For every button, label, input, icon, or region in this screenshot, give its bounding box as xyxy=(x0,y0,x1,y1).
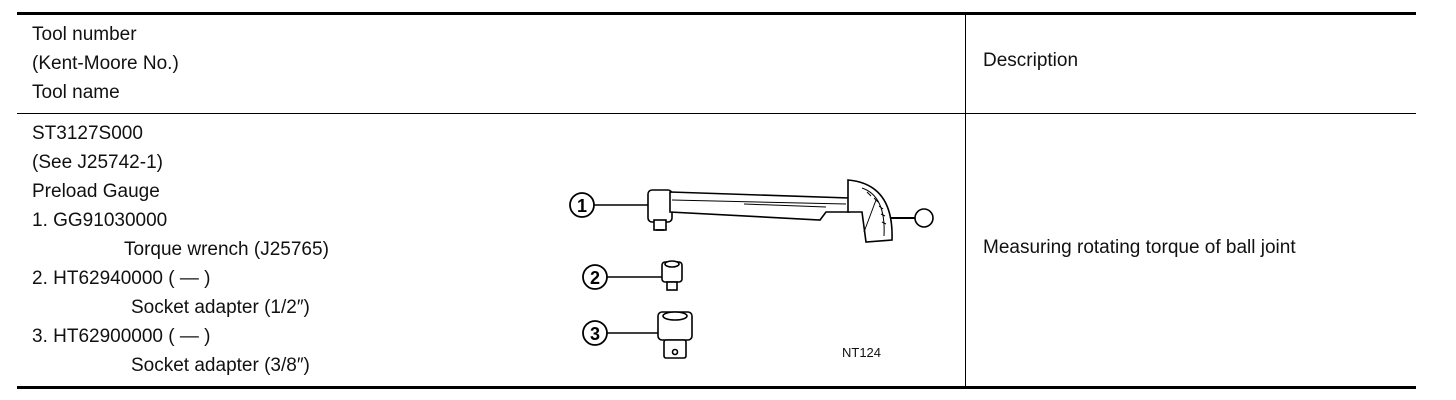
part-1-name: Torque wrench (J25765) xyxy=(124,239,329,260)
callout-2: 2 xyxy=(582,264,662,290)
torque-wrench-icon xyxy=(647,179,934,243)
part-2-name: Socket adapter (1/2″) xyxy=(131,297,310,318)
tool-name: Preload Gauge xyxy=(32,181,160,202)
table-top-rule xyxy=(17,12,1416,15)
column-divider xyxy=(965,14,966,387)
tool-illustration: 1 xyxy=(564,162,954,387)
large-socket-adapter-icon xyxy=(657,311,693,359)
header-divider xyxy=(17,113,1416,114)
svg-text:2: 2 xyxy=(590,268,600,288)
small-socket-adapter-icon xyxy=(661,260,683,291)
header-tool-name: Tool name xyxy=(32,82,120,103)
header-kent-moore: (Kent-Moore No.) xyxy=(32,53,179,74)
tool-info: ST3127S000 (See J25742-1) Preload Gauge … xyxy=(32,119,329,380)
figure-code: NT124 xyxy=(842,345,882,360)
tool-number: ST3127S000 xyxy=(32,123,143,144)
part-3-name: Socket adapter (3/8″) xyxy=(131,355,310,376)
svg-text:3: 3 xyxy=(590,324,600,344)
part-1-number: 1. GG91030000 xyxy=(32,210,168,231)
part-3-number: 3. HT62900000 ( — ) xyxy=(32,326,211,347)
table-bottom-rule xyxy=(17,386,1416,389)
header-tool-number: Tool number xyxy=(32,24,137,45)
kent-moore-ref: (See J25742-1) xyxy=(32,152,163,173)
callout-1: 1 xyxy=(569,192,648,218)
header-description: Description xyxy=(983,50,1079,71)
tool-table: Tool number (Kent-Moore No.) Tool name D… xyxy=(17,12,1416,389)
part-2-number: 2. HT62940000 ( — ) xyxy=(32,268,211,289)
tool-description: Measuring rotating torque of ball joint xyxy=(983,237,1296,258)
header-tool-column: Tool number (Kent-Moore No.) Tool name xyxy=(32,20,179,107)
callout-3: 3 xyxy=(582,320,658,346)
svg-text:1: 1 xyxy=(577,196,587,216)
